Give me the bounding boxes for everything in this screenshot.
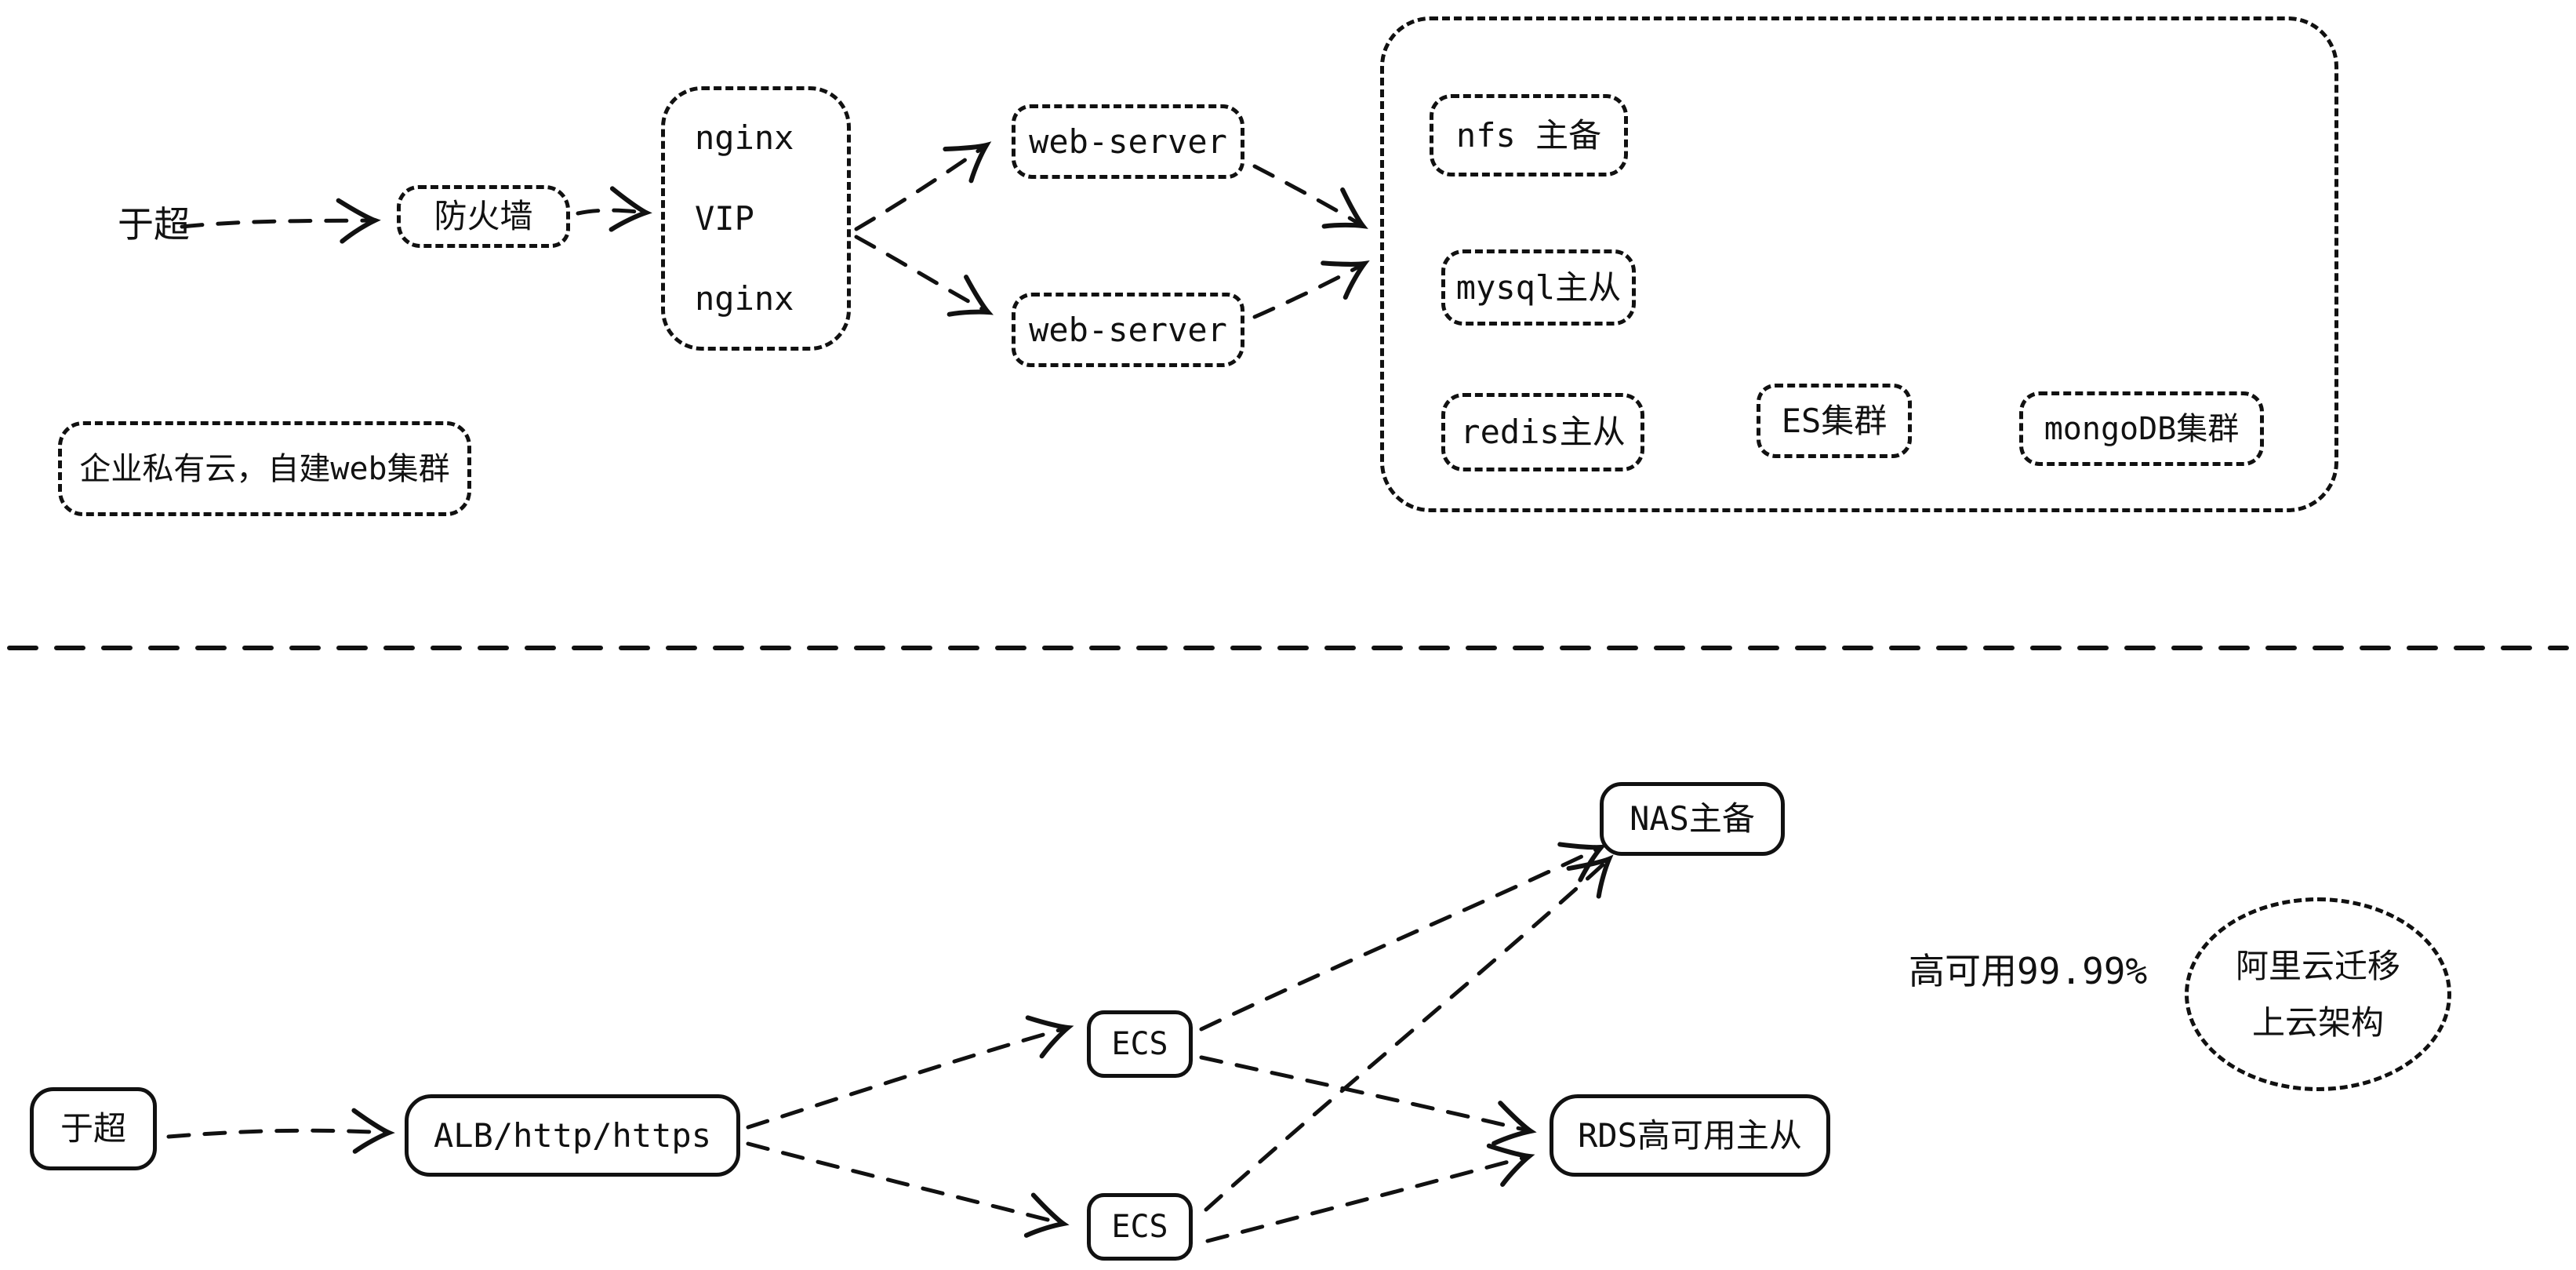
nginx-top-label: nginx (695, 118, 794, 157)
mysql-label: mysql主从 (1455, 267, 1622, 307)
arrow-web-server-1-to-cluster (1252, 164, 1368, 229)
arrow-web-server-2-to-cluster (1252, 260, 1370, 319)
top-user-label: 于超 (118, 203, 190, 246)
alb-box: ALB/http/https (405, 1094, 740, 1177)
vip-label: VIP (695, 198, 754, 238)
nginx-vip-box: nginx VIP nginx (661, 86, 851, 351)
rds-box: RDS高可用主从 (1550, 1094, 1830, 1177)
arrow-nginx-vip-to-web-server-1 (854, 141, 992, 231)
bottom-user-label: 于超 (60, 1109, 126, 1148)
private-cloud-caption-box: 企业私有云，自建web集群 (58, 421, 471, 516)
web-server-2-label: web-server (1029, 310, 1227, 349)
aliyun-migration-ellipse: 阿里云迁移 上云架构 (2185, 897, 2451, 1091)
ecs-2-box: ECS (1087, 1193, 1193, 1261)
arrow-user-to-alb (166, 1108, 395, 1154)
mysql-box: mysql主从 (1441, 249, 1636, 326)
aliyun-migration-label: 阿里云迁移 (2235, 946, 2400, 985)
mongodb-cluster-box: mongoDB集群 (2019, 391, 2264, 466)
backend-cluster-container (1380, 16, 2338, 512)
bottom-user-box: 于超 (30, 1087, 157, 1170)
arrow-ecs-1-to-nas (1199, 842, 1607, 1032)
arrow-user-to-firewall (180, 198, 381, 244)
nginx-bottom-label: nginx (695, 279, 794, 318)
firewall-label: 防火墙 (434, 197, 533, 235)
nfs-label: nfs 主备 (1455, 115, 1602, 155)
arrow-ecs-2-to-rds (1205, 1143, 1535, 1243)
ecs-1-label: ECS (1111, 1026, 1168, 1062)
redis-label: redis主从 (1460, 413, 1626, 451)
es-cluster-box: ES集群 (1757, 384, 1912, 458)
nfs-box: nfs 主备 (1430, 94, 1628, 176)
arrow-ecs-1-to-rds (1199, 1055, 1537, 1146)
arrow-ecs-2-to-nas (1204, 854, 1614, 1212)
arrow-nginx-vip-to-web-server-2 (854, 235, 994, 317)
es-cluster-label: ES集群 (1781, 401, 1887, 440)
arrow-alb-to-ecs-2 (746, 1141, 1070, 1238)
ecs-2-label: ECS (1111, 1209, 1168, 1245)
firewall-box: 防火墙 (397, 185, 570, 248)
ecs-1-box: ECS (1087, 1010, 1193, 1078)
web-server-1-box: web-server (1012, 104, 1244, 179)
private-cloud-caption-label: 企业私有云，自建web集群 (79, 450, 450, 487)
availability-note: 高可用99.99% (1909, 950, 2148, 992)
nas-box: NAS主备 (1600, 782, 1785, 856)
cloud-architecture-label: 上云架构 (2251, 1003, 2384, 1042)
redis-box: redis主从 (1441, 393, 1644, 471)
rds-label: RDS高可用主从 (1578, 1115, 1802, 1155)
web-server-2-box: web-server (1012, 293, 1244, 367)
arrow-firewall-to-nginx-vip (576, 186, 652, 232)
alb-label: ALB/http/https (433, 1115, 711, 1155)
mongodb-cluster-label: mongoDB集群 (2044, 410, 2240, 447)
web-server-1-label: web-server (1029, 122, 1227, 161)
arrow-alb-to-ecs-1 (746, 1015, 1074, 1130)
nas-label: NAS主备 (1630, 799, 1755, 838)
